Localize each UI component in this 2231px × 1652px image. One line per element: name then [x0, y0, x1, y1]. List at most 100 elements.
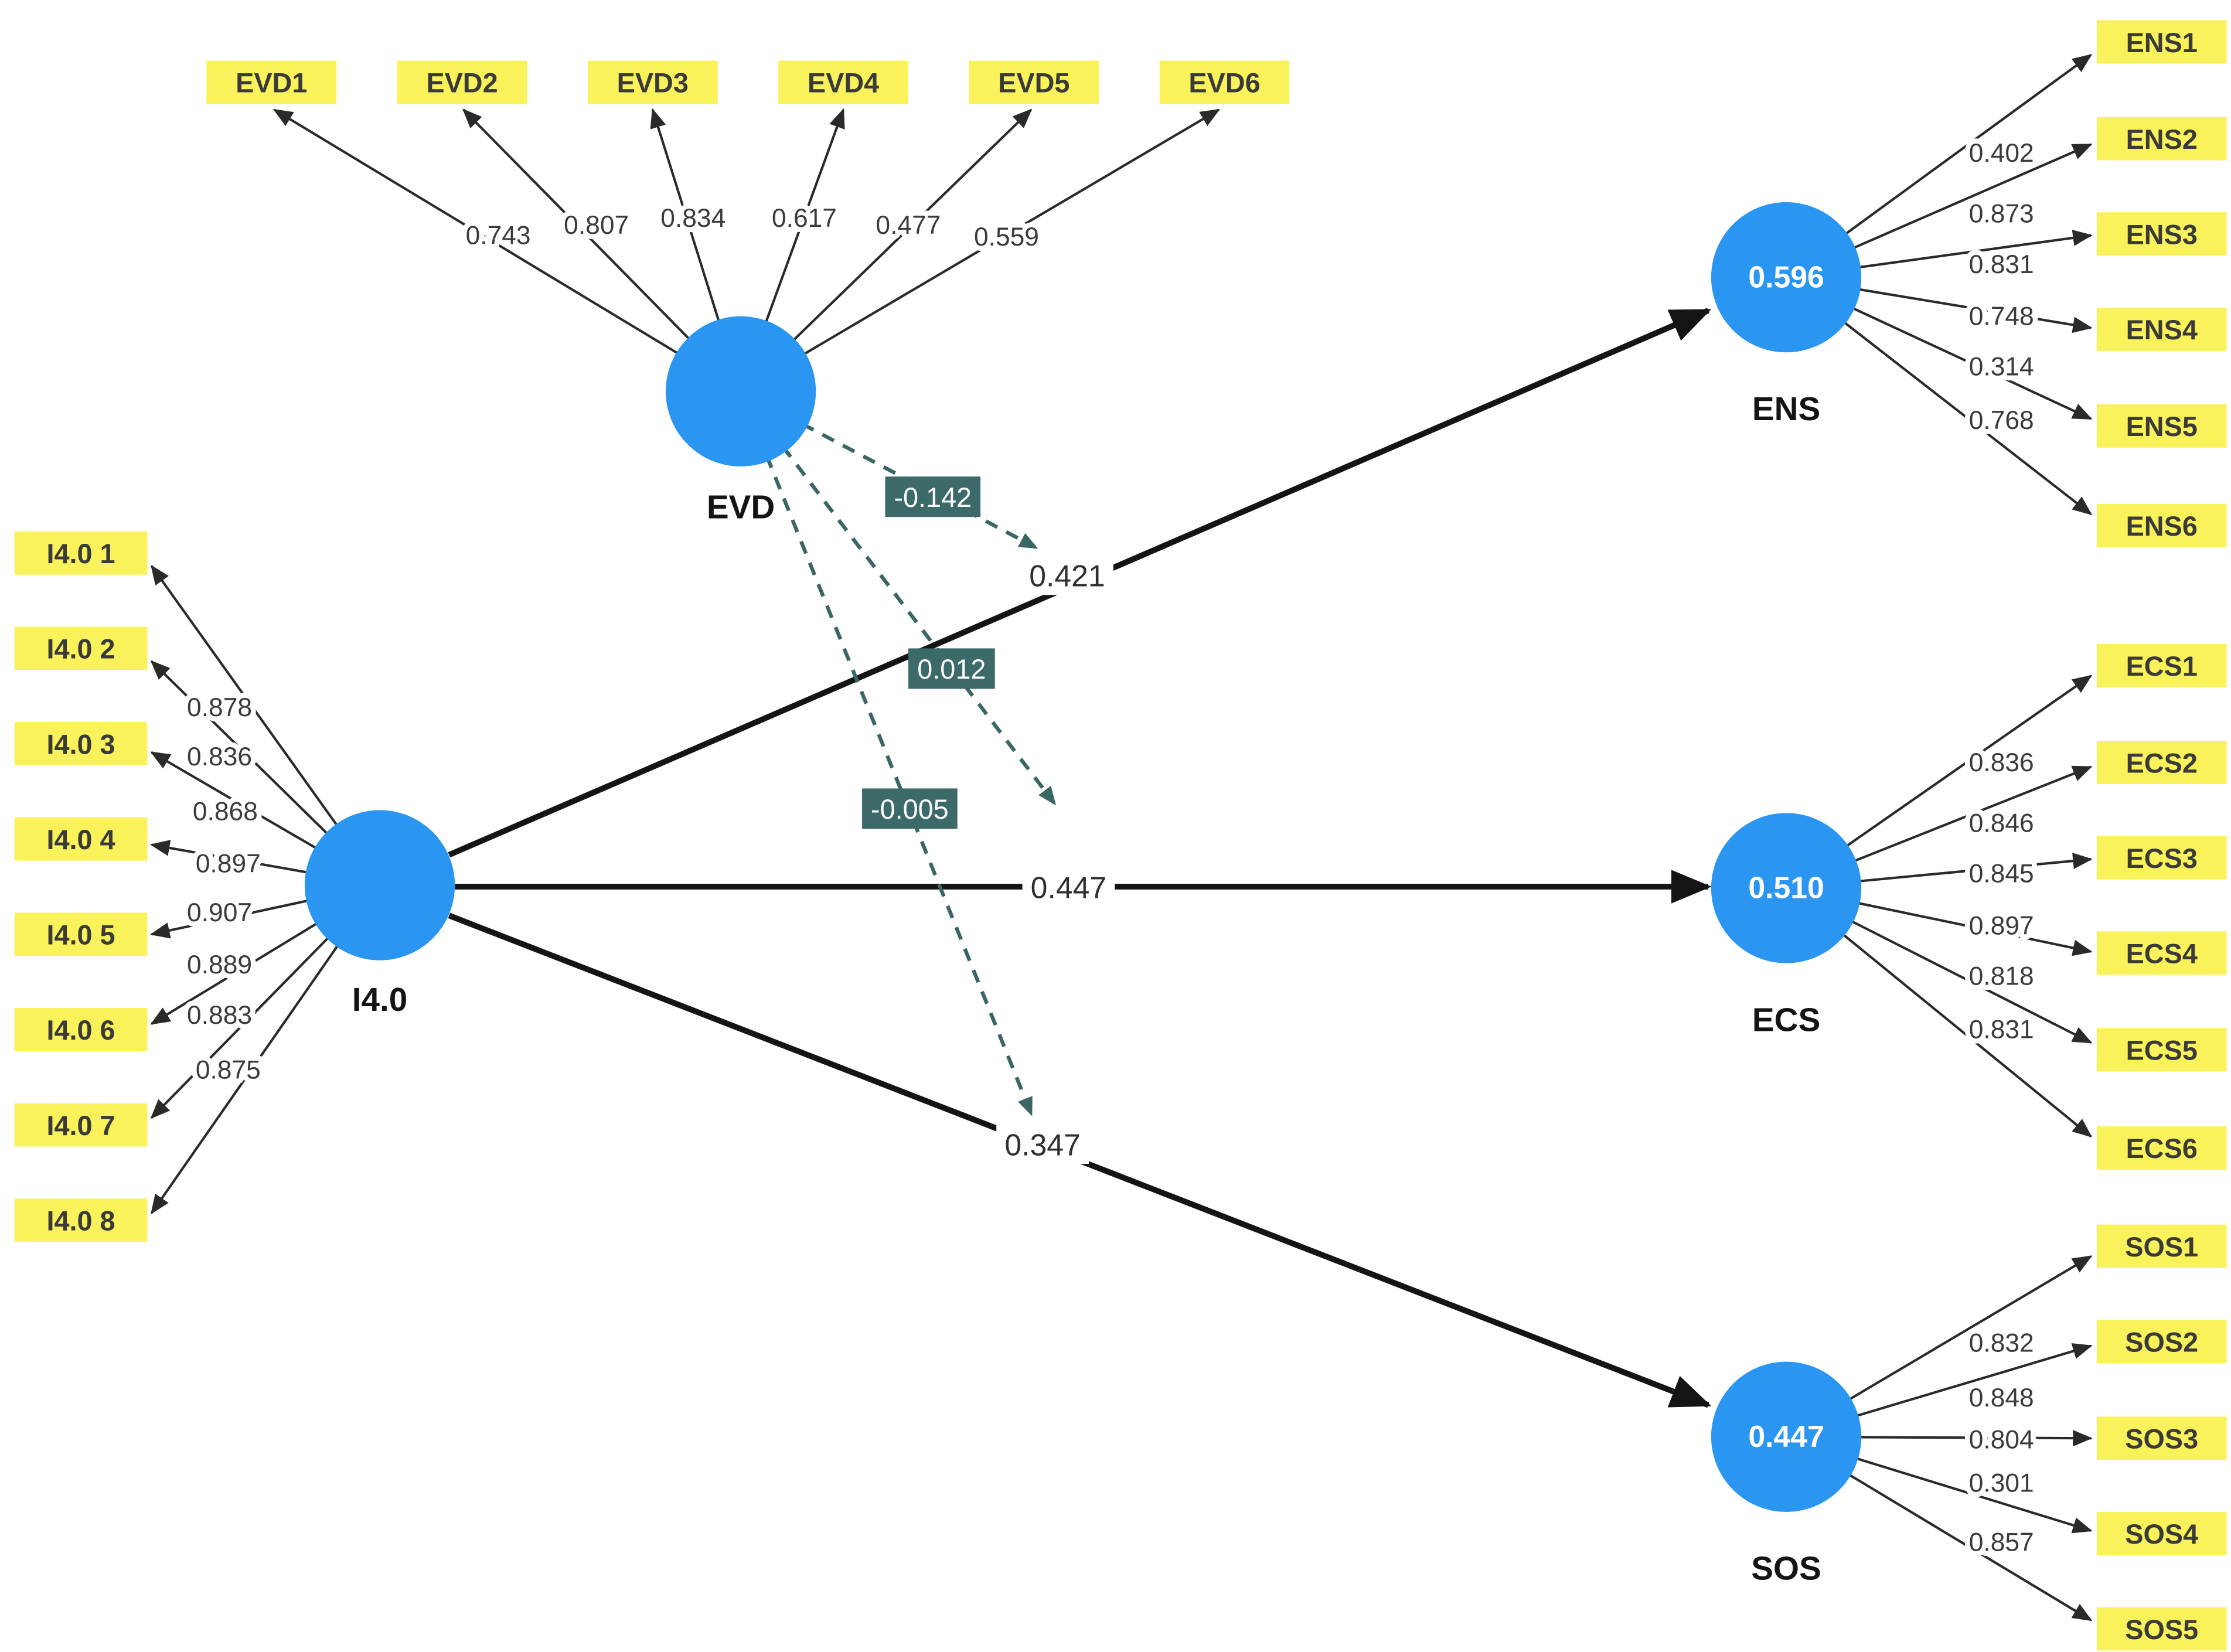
moderation-label-box [885, 476, 981, 517]
loading-value-sos1: 0.832 [1969, 1329, 2034, 1357]
loading-value-i40-7: 0.883 [187, 1001, 252, 1030]
loading-value-ens1: 0.402 [1969, 139, 2034, 168]
indicator-label: I4.0 1 [46, 539, 115, 569]
indicator-label: ECS4 [2126, 939, 2198, 969]
indicator-label: ECS3 [2126, 843, 2198, 874]
path-coefficient-i40-ens: 0.421 [1021, 556, 1113, 595]
moderation-label-box [908, 648, 995, 689]
loading-value-ens3: 0.831 [1969, 250, 2034, 279]
indicator-box [778, 60, 908, 104]
construct-evd: EVD [665, 316, 816, 526]
loading-value-i40-4: 0.897 [196, 849, 261, 878]
r2-value-sos: 0.447 [1748, 1419, 1824, 1453]
indicator-node-evd1: EVD1 [206, 60, 337, 104]
construct-name-sos: SOS [1751, 1551, 1821, 1588]
moderation-coefficient-label: -0.005 [871, 794, 949, 825]
loading-value-sos5: 0.857 [1969, 1528, 2034, 1556]
path-coefficient-label: 0.421 [1029, 558, 1105, 592]
indicator-node-i40-2: I4.0 2 [14, 626, 148, 670]
construct-circle-evd [665, 316, 816, 466]
indicator-label: EVD5 [998, 68, 1069, 98]
construct-sos: 0.447 SOS [1711, 1361, 1862, 1588]
loading-value-sos2: 0.848 [1969, 1384, 2034, 1412]
indicator-node-ecs5: ECS5 [2096, 1028, 2227, 1072]
loading-value-evd3: 0.834 [660, 204, 725, 233]
indicator-box [2096, 117, 2227, 161]
indicator-node-ecs3: ECS3 [2096, 836, 2227, 880]
path-label-bg [996, 1125, 1089, 1164]
indicator-node-ens6: ENS6 [2096, 504, 2227, 547]
indicator-box [2096, 212, 2227, 256]
indicator-box [14, 722, 148, 766]
construct-ecs: 0.510 ECS [1711, 813, 1862, 1038]
indicator-box [206, 60, 337, 104]
indicator-node-evd3: EVD3 [587, 60, 718, 104]
indicator-node-ecs1: ECS1 [2096, 644, 2227, 687]
loading-value-evd1: 0.743 [466, 221, 531, 250]
loading-value-evd6: 0.559 [974, 223, 1039, 251]
indicator-label: EVD1 [236, 68, 307, 98]
indicator-box [2096, 931, 2227, 975]
indicator-node-i40-6: I4.0 6 [14, 1007, 148, 1051]
indicator-label: SOS1 [2125, 1232, 2198, 1262]
loading-arrow-evd1 [273, 108, 742, 393]
indicator-box [14, 531, 148, 575]
indicator-box [969, 60, 1099, 104]
indicator-label: I4.0 8 [46, 1205, 115, 1236]
path-label-bg [1022, 867, 1115, 907]
moderation-label-evd-ens: -0.142 [885, 476, 981, 517]
indicator-node-i40-5: I4.0 5 [14, 912, 148, 956]
indicator-box [2096, 504, 2227, 547]
indicator-box [14, 1198, 148, 1242]
indicator-node-ecs2: ECS2 [2096, 741, 2227, 785]
loading-value-i40-1: 0.878 [187, 693, 252, 722]
construct-i40: I4.0 [304, 810, 455, 1019]
loading-value-evd4: 0.617 [772, 204, 837, 233]
indicator-node-evd2: EVD2 [397, 60, 527, 104]
structural-paths [448, 308, 1712, 1408]
moderation-label-evd-ecs: 0.012 [908, 648, 995, 689]
indicator-node-evd5: EVD5 [969, 60, 1099, 104]
indicator-label: SOS2 [2125, 1327, 2198, 1357]
loading-value-ecs5: 0.818 [1969, 962, 2034, 991]
indicator-node-evd4: EVD4 [778, 60, 908, 104]
indicator-label: ENS6 [2126, 511, 2198, 541]
loading-value-i40-2: 0.836 [187, 742, 252, 771]
path-coefficient-i40-ecs: 0.447 [1022, 867, 1115, 907]
loading-value-i40-3: 0.868 [193, 798, 258, 826]
loading-value-ecs3: 0.845 [1969, 860, 2034, 888]
indicator-label: SOS5 [2125, 1614, 2198, 1645]
moderation-label-box [862, 788, 958, 829]
indicator-box [2096, 1224, 2227, 1268]
indicator-node-i40-1: I4.0 1 [14, 531, 148, 575]
indicator-label: I4.0 3 [46, 729, 115, 759]
indicator-node-sos5: SOS5 [2096, 1607, 2227, 1651]
indicator-node-ecs6: ECS6 [2096, 1126, 2227, 1170]
indicator-box [2096, 741, 2227, 785]
indicator-label: I4.0 2 [46, 634, 115, 665]
indicator-box [2096, 1320, 2227, 1364]
indicator-label: ECS2 [2126, 748, 2198, 778]
indicator-box [1159, 60, 1290, 104]
indicator-node-sos2: SOS2 [2096, 1320, 2227, 1364]
loading-arrow-evd6 [740, 108, 1221, 393]
indicator-box [2096, 644, 2227, 687]
indicator-node-sos3: SOS3 [2096, 1416, 2227, 1460]
indicator-node-i40-7: I4.0 7 [14, 1103, 148, 1147]
path-coefficient-label: 0.347 [1004, 1128, 1080, 1161]
loading-value-i40-6: 0.889 [187, 951, 252, 979]
indicator-box [587, 60, 718, 104]
construct-circle-sos [1711, 1361, 1862, 1512]
moderation-coefficient-label: -0.142 [894, 482, 972, 513]
moderation-coefficient-label: 0.012 [917, 654, 986, 684]
indicator-box [14, 912, 148, 956]
construct-name-i40: I4.0 [352, 982, 408, 1019]
r2-value-ecs: 0.510 [1748, 871, 1824, 905]
indicator-box [14, 1007, 148, 1051]
loading-value-ecs4: 0.897 [1969, 911, 2034, 940]
indicator-box [2096, 1511, 2227, 1555]
construct-name-ecs: ECS [1752, 1002, 1820, 1038]
indicator-box [2096, 307, 2227, 351]
indicator-label: ENS3 [2126, 219, 2198, 250]
